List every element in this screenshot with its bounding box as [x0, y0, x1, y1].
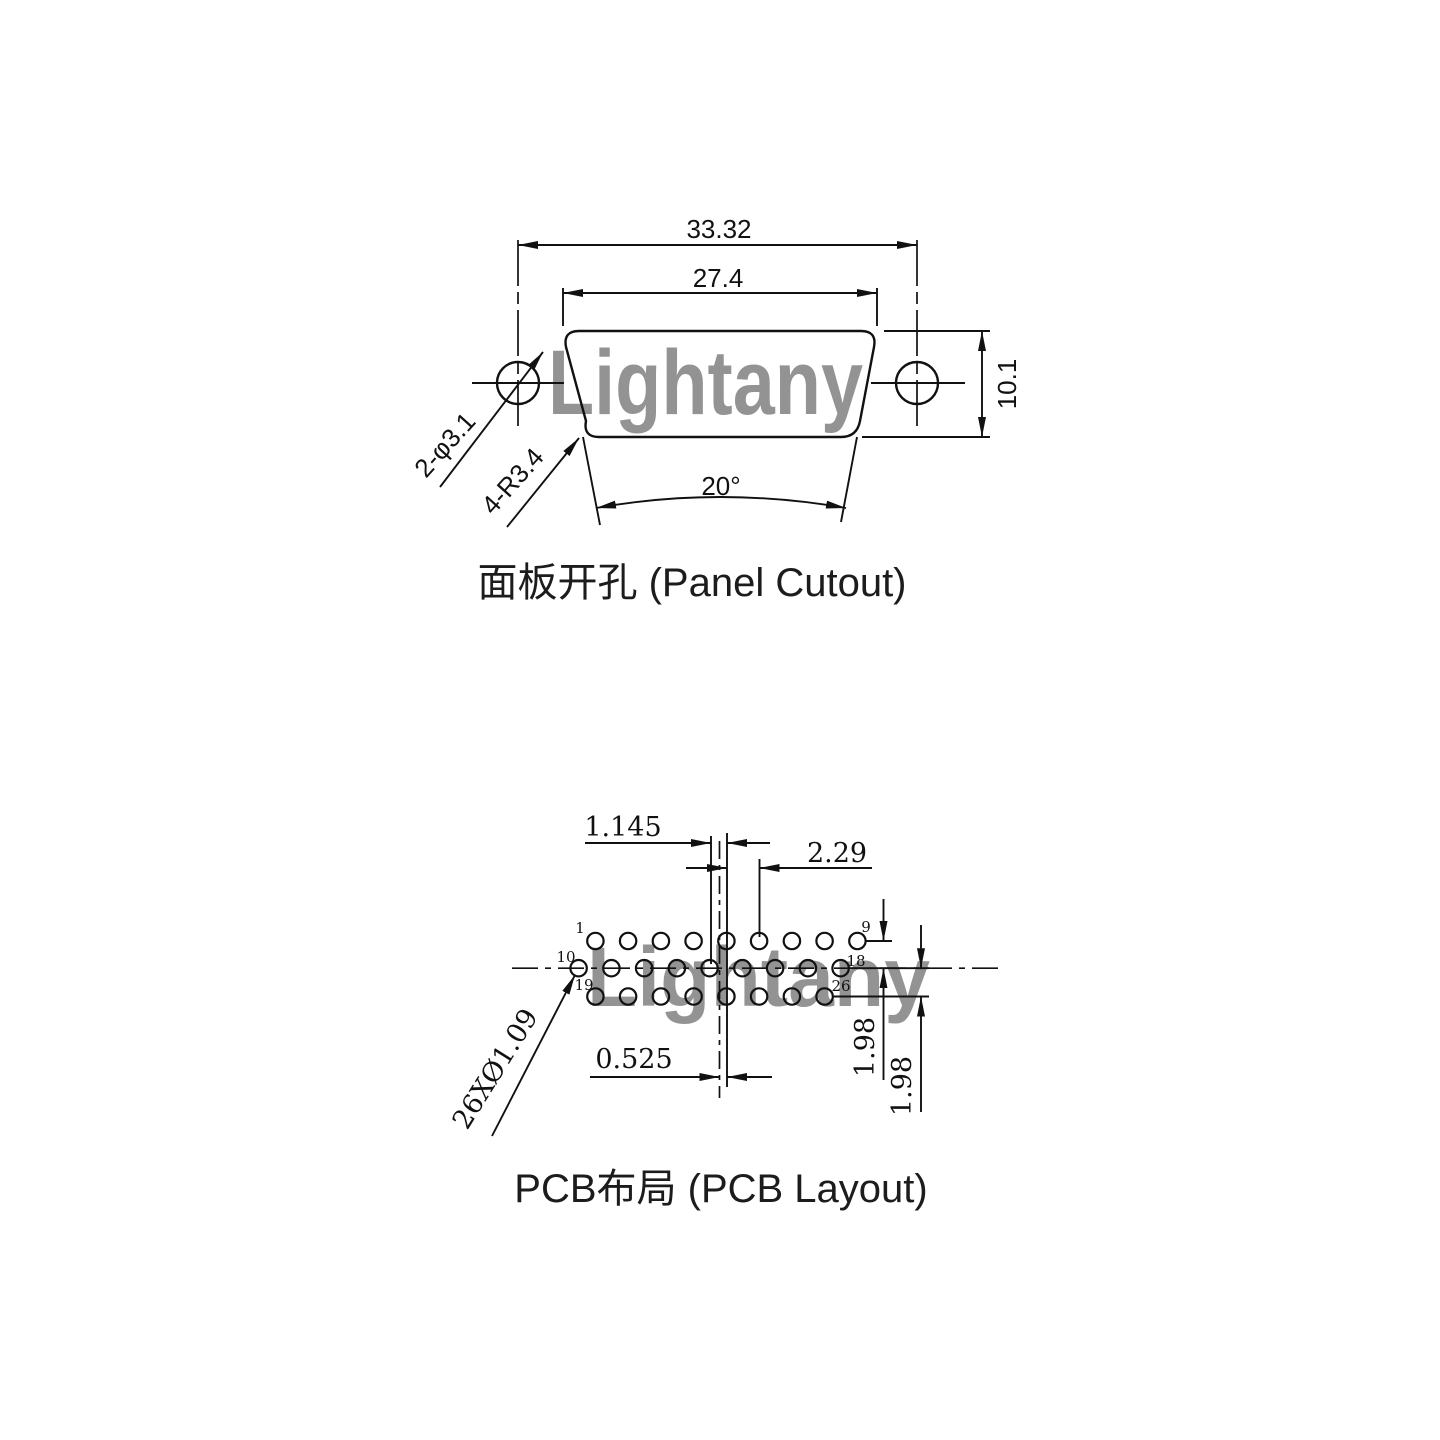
dim-center-offset-value: 0.525: [595, 1044, 672, 1075]
callout-hole-spec: 26XØ1.09: [447, 974, 576, 1137]
pin-label-1: 1: [575, 919, 585, 937]
pin-label-18: 18: [846, 952, 865, 970]
pin-hole: [618, 931, 638, 951]
dim-row-gap-top-value: 1.98: [850, 1017, 881, 1077]
dim-row-gap-bottom-value: 1.98: [887, 1056, 918, 1116]
watermark-group: Lightany Lightany: [548, 332, 930, 1024]
pin-label-26: 26: [831, 977, 850, 995]
pin-hole: [618, 987, 638, 1006]
mounting-hole-left: [472, 240, 564, 428]
pin-hole: [782, 987, 802, 1006]
pin-hole: [815, 931, 834, 951]
pin-label-10: 10: [556, 948, 575, 966]
pin-label-19: 19: [574, 976, 593, 994]
panel-cutout-caption: 面板开孔 (Panel Cutout): [477, 561, 906, 605]
dim-row-stagger-value: 1.145: [584, 812, 661, 843]
watermark-top: Lightany: [548, 332, 863, 434]
dim-side-angle: 20°: [582, 436, 858, 526]
pin-hole: [651, 987, 671, 1006]
dim-cutout-width-value: 27.4: [693, 263, 744, 293]
dsub-cutout-outline: [564, 329, 876, 439]
dim-cutout-height-value: 10.1: [992, 359, 1022, 410]
pin-hole: [782, 931, 802, 951]
pin-hole: [684, 931, 703, 951]
pin-hole: [749, 987, 769, 1006]
pin-hole: [684, 987, 703, 1006]
pin-number-labels: 1 9 10 18 19 26: [556, 918, 870, 995]
pin-hole: [815, 987, 834, 1006]
pin-hole: [848, 931, 867, 951]
pcb-layout-caption: PCB布局 (PCB Layout): [514, 1167, 927, 1211]
dim-row-gap-bottom: 1.98: [833, 925, 929, 1116]
dim-side-angle-value: 20°: [701, 471, 740, 501]
dim-cutout-height: 10.1: [862, 330, 1022, 438]
pin-label-9: 9: [861, 918, 871, 936]
watermark-bottom: Lightany: [587, 930, 930, 1024]
dim-row-gap-top: 1.98: [850, 899, 892, 1080]
callout-corner-radius-label: 4-R3.4: [475, 442, 550, 520]
pin-hole: [586, 987, 605, 1006]
dim-cutout-width: 27.4: [562, 263, 878, 326]
callout-corner-radius: 4-R3.4: [475, 437, 580, 528]
dim-overall-width-value: 33.32: [686, 214, 751, 244]
dim-center-offset: 0.525: [590, 1044, 772, 1081]
callout-mounting-holes-label: 2-φ3.1: [408, 406, 481, 483]
dim-pin-pitch-value: 2.29: [807, 838, 867, 869]
dim-row-stagger: 1.145: [584, 812, 770, 847]
mounting-hole-right: [871, 240, 965, 430]
callout-hole-spec-label: 26XØ1.09: [447, 1003, 545, 1134]
pin-hole: [586, 931, 605, 951]
pin-hole: [651, 931, 671, 951]
dim-overall-width: 33.32: [518, 214, 917, 249]
dim-pin-pitch: 2.29: [686, 838, 872, 872]
